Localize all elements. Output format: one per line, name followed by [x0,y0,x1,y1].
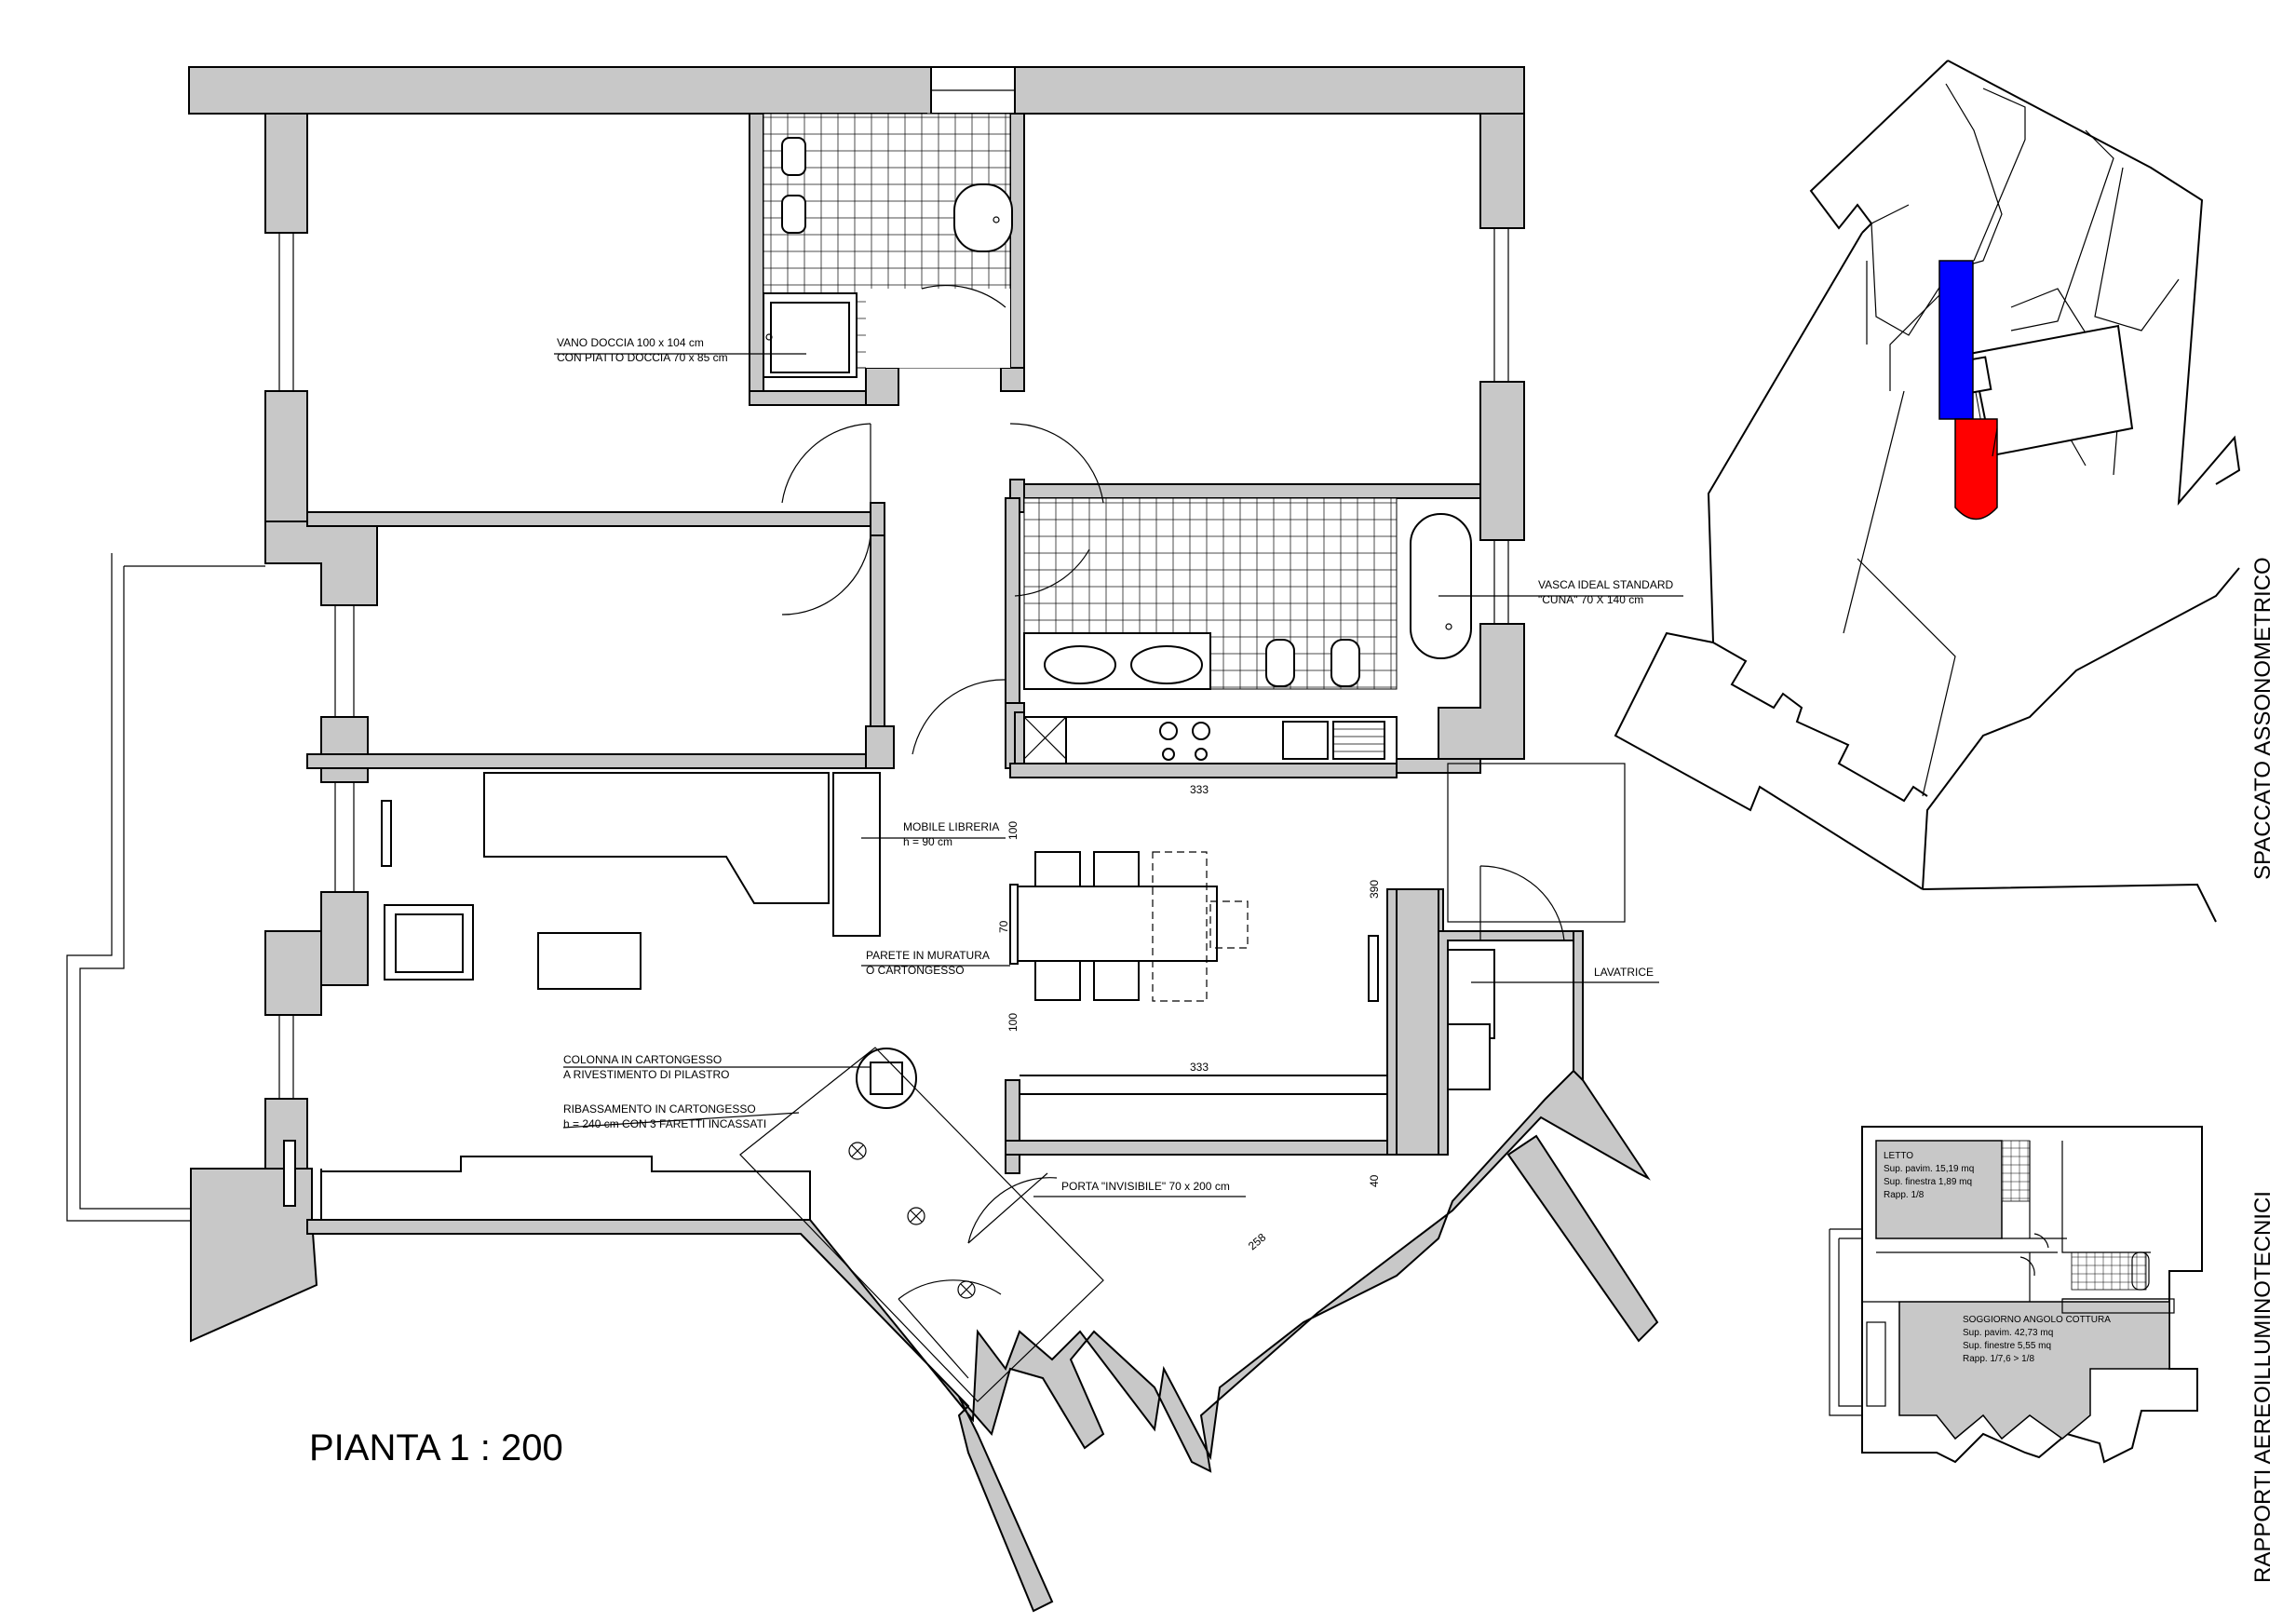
dim-lower: 100 [1006,1013,1020,1032]
living-ratio: Rapp. 1/7,6 > 1/8 [1963,1354,2034,1364]
label-bookcase-2: h = 90 cm [903,835,952,848]
living-title: SOGGIORNO ANGOLO COTTURA [1963,1315,2111,1325]
dim-diagonal: 258 [1246,1230,1269,1252]
bedroom-ratio: Rapp. 1/8 [1884,1190,1925,1200]
label-washer: LAVATRICE [1594,966,1654,979]
bedroom-area [1875,1140,2003,1239]
main-plan: 333 333 [66,66,1683,1613]
plan-title: PIANTA 1 : 200 [309,1427,563,1468]
label-bathtub-2: "CUNA" 70 X 140 cm [1538,593,1643,606]
dim-wall-height: 390 [1368,880,1381,899]
axonometric-view: SPACCATO ASSONOMETRICO [1614,60,2276,923]
living-area [1898,1301,2170,1440]
blue-panel [1938,260,1974,420]
living-window: Sup. finestre 5,55 mq [1963,1341,2051,1351]
bedroom-title: LETTO [1884,1151,1913,1161]
dim-corridor-width: 333 [1190,1061,1209,1074]
label-column-1: COLONNA IN CARTONGESSO [563,1053,722,1066]
top-wall [188,66,1525,122]
right-wall [1479,113,1525,229]
axonometric-caption: SPACCATO ASSONOMETRICO [2250,557,2276,880]
label-partition-2: O CARTONGESSO [866,964,965,977]
label-bathtub-1: VASCA IDEAL STANDARD [1538,578,1673,591]
living-floor: Sup. pavim. 42,73 mq [1963,1328,2053,1338]
dim-closet: 40 [1368,1174,1381,1187]
lighting-ratios-view: LETTO Sup. pavim. 15,19 mq Sup. finestra… [1829,1126,2276,1583]
label-shower-1: VANO DOCCIA 100 x 104 cm [557,336,704,349]
label-column-2: A RIVESTIMENTO DI PILASTRO [563,1068,729,1081]
left-wall [264,113,308,234]
dim-bookcase: 100 [1006,821,1020,840]
dim-kitchen-width: 333 [1190,783,1209,796]
bedroom-window: Sup. finestra 1,89 mq [1884,1177,1972,1187]
label-door: PORTA "INVISIBILE" 70 x 200 cm [1061,1180,1230,1193]
bottom-wall [306,1069,1651,1613]
label-ceiling-1: RIBASSAMENTO IN CARTONGESSO [563,1102,756,1116]
label-shower-2: CON PIATTO DOCCIA 70 x 85 cm [557,351,728,364]
label-bookcase-1: MOBILE LIBRERIA [903,820,999,833]
ceiling-spot-icon [848,1142,976,1299]
dim-table: 70 [997,920,1010,933]
bedroom-floor: Sup. pavim. 15,19 mq [1884,1164,1974,1174]
label-ceiling-2: h = 240 cm CON 3 FARETTI INCASSATI [563,1117,766,1130]
lighting-caption: RAPPORTI AEREOILLUMINOTECNICI [2250,1191,2276,1583]
red-column [1954,418,1998,521]
label-partition-1: PARETE IN MURATURA [866,949,990,962]
